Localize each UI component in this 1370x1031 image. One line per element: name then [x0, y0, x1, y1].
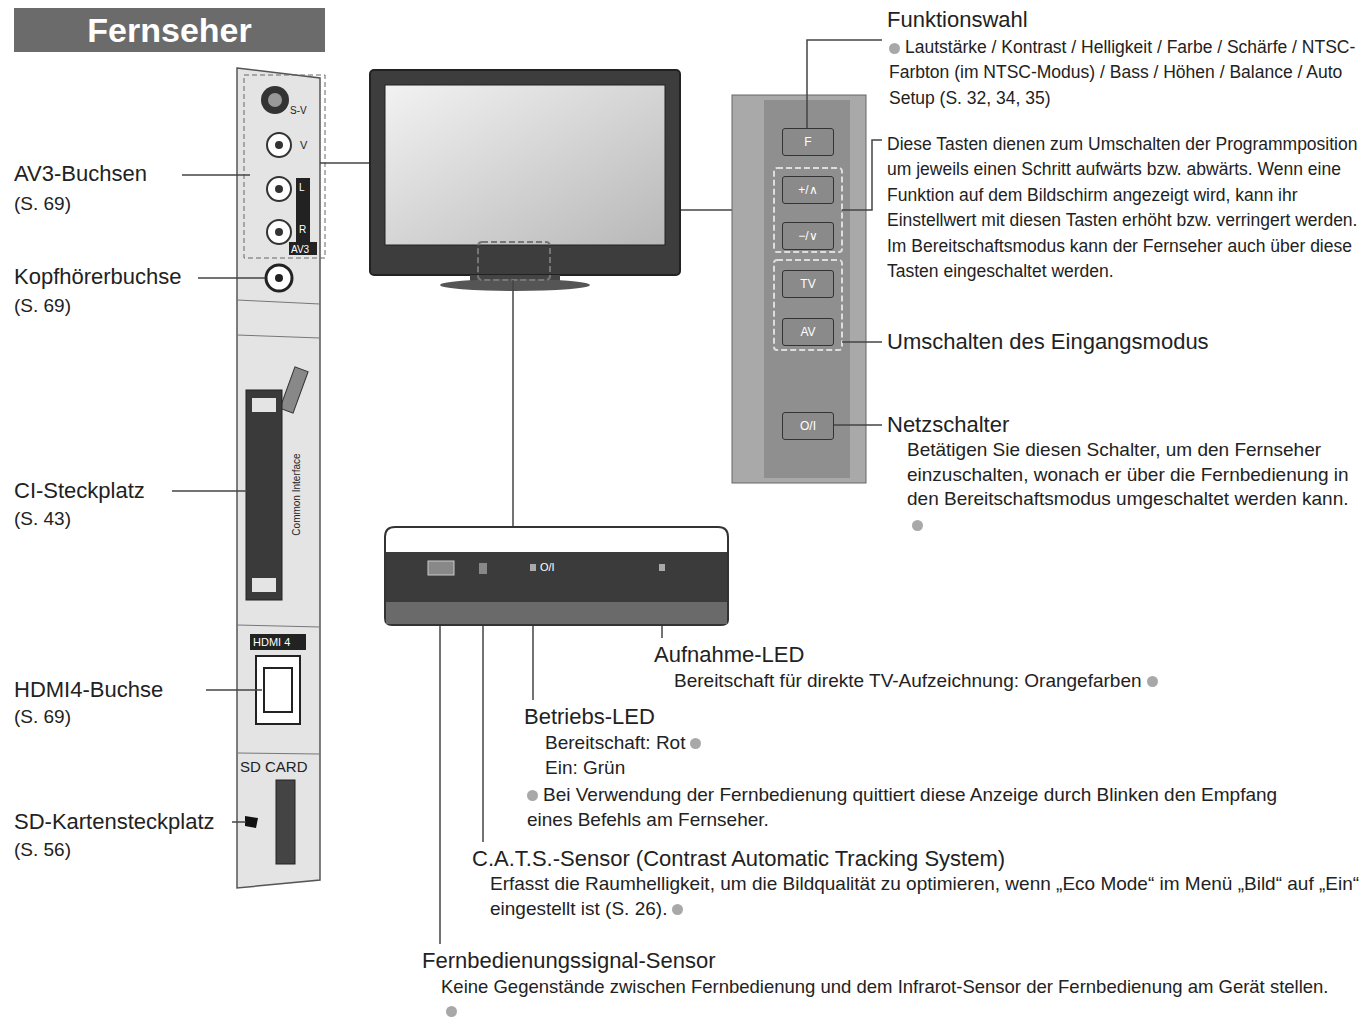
button-label: O/I: [800, 419, 816, 433]
callout-name: Aufnahme-LED: [654, 641, 804, 670]
button: +/∧: [782, 176, 834, 204]
page-ref: (S. 69): [14, 705, 71, 730]
callout-name: Netzschalter: [887, 411, 1009, 440]
port-marking: HDMI 4: [253, 635, 290, 649]
button-label: AV: [800, 325, 815, 339]
switch-marking: O/I: [540, 560, 555, 574]
callout-name: Funktionswahl: [887, 6, 1028, 35]
button-label: +/∧: [798, 183, 817, 197]
callout-name: HDMI4-Buchse: [14, 676, 163, 705]
jack-marking: V: [300, 138, 307, 152]
page-ref: (S. 69): [14, 294, 71, 319]
button: O/I: [782, 412, 834, 440]
callout-name: AV3-Buchsen: [14, 160, 147, 189]
button: TV: [782, 270, 834, 298]
description: Bereitschaft: Rot: [545, 731, 701, 756]
title-text: Fernseher: [14, 8, 325, 52]
jack-marking: AV3: [291, 243, 309, 256]
callout-name: CI-Steckplatz: [14, 477, 145, 506]
description: Erfasst die Raumhelligkeit, um die Bildq…: [490, 872, 1360, 921]
description: Ein: Grün: [545, 756, 625, 781]
description: Diese Tasten dienen zum Umschalten der P…: [887, 132, 1365, 284]
callout-name: Betriebs-LED: [524, 703, 655, 732]
title-band: [14, 8, 325, 52]
button-label: F: [804, 135, 811, 149]
button: AV: [782, 318, 834, 346]
button-label: TV: [800, 277, 815, 291]
jack-marking: S-V: [290, 104, 307, 117]
button: F: [782, 128, 834, 156]
page-ref: (S. 69): [14, 192, 71, 217]
button-label: −/∨: [798, 229, 817, 243]
slot-marking: SD CARD: [240, 757, 308, 777]
page-ref: (S. 43): [14, 507, 71, 532]
callout-name: Fernbedienungssignal-Sensor: [422, 947, 716, 976]
tv-set: [320, 70, 732, 528]
side-panel: [237, 68, 325, 888]
description: Bereitschaft für direkte TV-Aufzeichnung…: [674, 669, 1158, 694]
description: Betätigen Sie diesen Schalter, um den Fe…: [907, 438, 1357, 537]
callout-name: Umschalten des Eingangsmodus: [887, 328, 1209, 357]
page-ref: (S. 56): [14, 838, 71, 863]
callout-name: SD-Kartensteckplatz: [14, 808, 215, 837]
slot-marking: Common Interface: [290, 453, 303, 535]
button: −/∨: [782, 222, 834, 250]
description: Keine Gegenstände zwischen Fernbedienung…: [441, 975, 1331, 1021]
front-bar: [385, 527, 728, 625]
jack-marking: R: [299, 223, 306, 236]
callout-name: C.A.T.S.-Sensor (Contrast Automatic Trac…: [472, 845, 1005, 874]
description: Bei Verwendung der Fernbedienung quittie…: [527, 783, 1327, 832]
jack-marking: L: [299, 181, 305, 194]
description: Lautstärke / Kontrast / Helligkeit / Far…: [889, 35, 1359, 111]
callout-name: Kopfhörerbuchse: [14, 263, 182, 292]
